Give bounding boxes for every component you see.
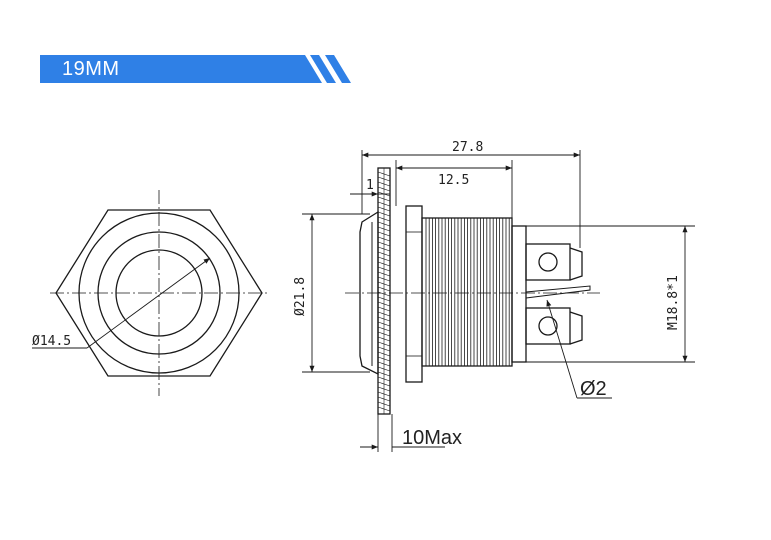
knurl-line <box>377 311 391 317</box>
knurl-line <box>377 386 391 392</box>
knurl-line <box>377 256 391 262</box>
dimension-lines <box>302 150 695 452</box>
knurl-line <box>377 211 391 217</box>
terminal-top <box>525 243 571 281</box>
knurl-line <box>377 241 391 247</box>
thread-label: M18.8*1 <box>666 275 681 330</box>
knurl-line <box>377 296 391 302</box>
knurl-line <box>377 361 391 367</box>
knurl-line <box>377 171 391 177</box>
side-view <box>345 167 600 415</box>
rear-collar <box>511 225 527 363</box>
knurl-line <box>377 186 391 192</box>
knurl-line <box>377 351 391 357</box>
knurl-line <box>377 301 391 307</box>
overall-length-label: 27.8 <box>452 140 483 155</box>
knurl-line <box>377 226 391 232</box>
knurl-line <box>377 231 391 237</box>
flange-knurl <box>377 171 391 412</box>
knurl-line <box>377 196 391 202</box>
knurl-line <box>377 276 391 282</box>
knurl-line <box>377 306 391 312</box>
knurl-line <box>377 236 391 242</box>
knurl-line <box>377 286 391 292</box>
knurl-line <box>377 331 391 337</box>
knurl-line <box>377 201 391 207</box>
knurl-line <box>377 371 391 377</box>
knurl-line <box>377 366 391 372</box>
body-length-label: 12.5 <box>438 173 469 188</box>
knurl-line <box>377 281 391 287</box>
title-banner <box>40 55 351 83</box>
flange-label: 1 <box>366 178 374 193</box>
terminal-bottom-hole <box>538 316 558 336</box>
panel-thickness-label: 10Max <box>402 427 462 449</box>
terminal-bottom <box>525 307 571 345</box>
knurl-line <box>377 271 391 277</box>
terminal-hole-label: Ø2 <box>580 378 607 400</box>
knurl-line <box>377 266 391 272</box>
knurl-line <box>377 251 391 257</box>
knurl-line <box>377 206 391 212</box>
knurl-line <box>377 246 391 252</box>
thread-lines <box>425 218 510 366</box>
knurl-line <box>377 176 391 182</box>
lens-diameter-label: Ø14.5 <box>32 334 71 349</box>
knurl-line <box>377 261 391 267</box>
knurl-line <box>377 376 391 382</box>
knurl-line <box>377 381 391 387</box>
knurl-line <box>377 401 391 407</box>
knurl-line <box>377 316 391 322</box>
banner-title: 19MM <box>62 58 120 80</box>
knurl-line <box>377 181 391 187</box>
knurl-line <box>377 406 391 412</box>
front-view <box>32 190 270 396</box>
knurl-line <box>377 326 391 332</box>
terminal-top-hole <box>538 252 558 272</box>
knurl-line <box>377 216 391 222</box>
knurl-line <box>377 356 391 362</box>
head-diameter-label: Ø21.8 <box>293 277 308 316</box>
knurl-line <box>377 336 391 342</box>
knurl-line <box>377 396 391 402</box>
knurl-line <box>377 341 391 347</box>
knurl-line <box>377 291 391 297</box>
knurl-line <box>377 221 391 227</box>
knurl-line <box>377 346 391 352</box>
knurl-line <box>377 321 391 327</box>
knurl-line <box>377 391 391 397</box>
